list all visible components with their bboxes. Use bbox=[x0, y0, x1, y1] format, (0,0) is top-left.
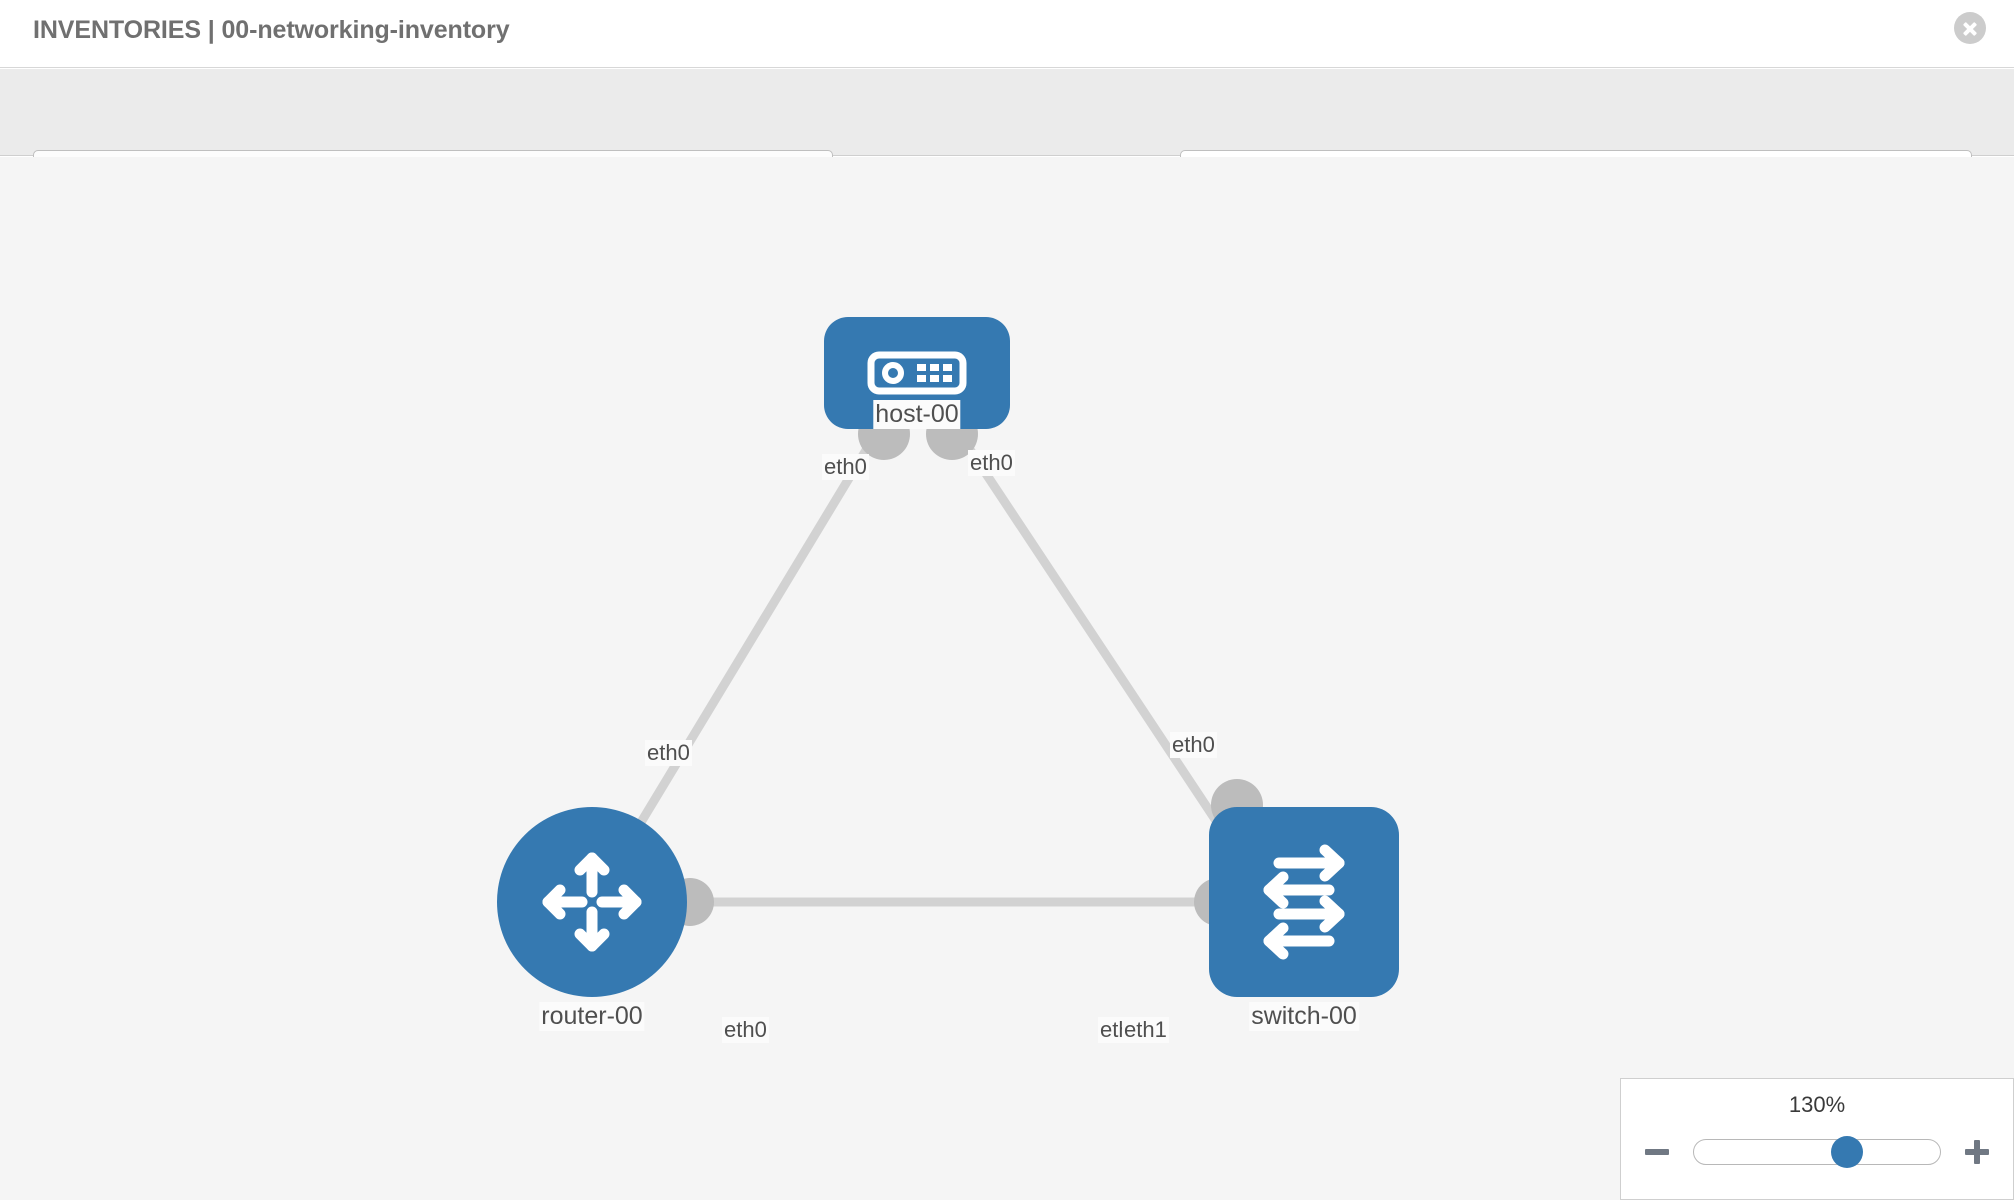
zoom-slider-row bbox=[1621, 1134, 2013, 1170]
zoom-out-button[interactable] bbox=[1639, 1134, 1675, 1170]
zoom-control-panel: 130% bbox=[1620, 1078, 2014, 1200]
iface-label-switch-uplink: eth0 bbox=[1170, 732, 1217, 758]
iface-label-host-left: eth0 bbox=[822, 454, 869, 480]
topology-node-host[interactable]: host-00 bbox=[824, 317, 1010, 429]
topology-canvas[interactable]: host-00 router-00 bbox=[0, 157, 2014, 1200]
server-icon bbox=[867, 351, 967, 395]
zoom-in-button[interactable] bbox=[1959, 1134, 1995, 1170]
zoom-slider-thumb[interactable] bbox=[1830, 1136, 1863, 1168]
topology-node-switch[interactable]: switch-00 bbox=[1209, 807, 1399, 1031]
page-header: INVENTORIES | 00-networking-inventory bbox=[0, 0, 2014, 68]
router-node-shape bbox=[497, 807, 687, 997]
zoom-level-value: 130% bbox=[1788, 1092, 1846, 1117]
page-title: INVENTORIES | 00-networking-inventory bbox=[33, 16, 510, 44]
switch-node-shape bbox=[1209, 807, 1399, 997]
switch-arrows-icon bbox=[1263, 844, 1345, 960]
topology-node-router[interactable]: router-00 bbox=[497, 807, 687, 1031]
router-node-label: router-00 bbox=[539, 1002, 645, 1031]
topology-links bbox=[614, 408, 1263, 926]
zoom-slider-track[interactable] bbox=[1693, 1136, 1941, 1168]
switch-node-label: switch-00 bbox=[1249, 1002, 1359, 1031]
iface-label-switch-left: eth1 bbox=[1122, 1017, 1169, 1043]
iface-label-router-uplink: eth0 bbox=[645, 740, 692, 766]
toolbar: ACTIONS SEARCH bbox=[0, 69, 2014, 202]
router-arrows-icon bbox=[542, 852, 642, 952]
host-node-label: host-00 bbox=[873, 400, 961, 429]
iface-label-host-right: eth0 bbox=[968, 450, 1015, 476]
close-icon[interactable] bbox=[1954, 12, 1986, 44]
iface-label-router-right: eth0 bbox=[722, 1017, 769, 1043]
